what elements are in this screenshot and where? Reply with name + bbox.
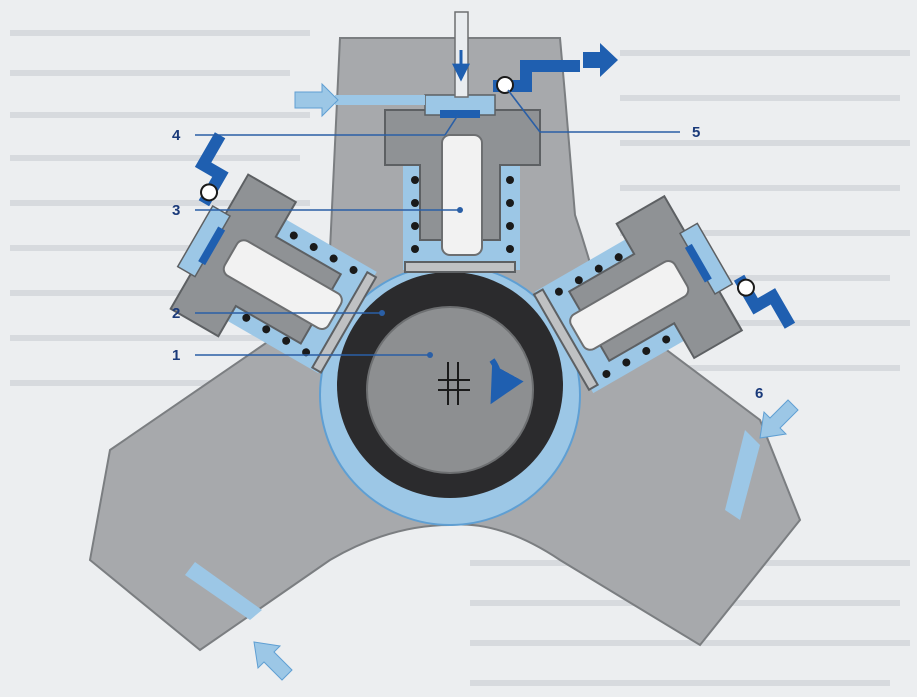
left-inlet-channel — [185, 562, 262, 620]
callout-4-label: 4 — [172, 127, 181, 144]
inlet-arrow-icon — [253, 641, 293, 681]
callout-2: 2 — [172, 305, 385, 322]
outlet-arrow-icon — [583, 43, 618, 77]
right-piston-assembly — [532, 194, 796, 394]
callout-5: 5 — [507, 89, 700, 141]
discharge-valve-ball — [496, 76, 514, 94]
top-outlet-channel — [493, 60, 580, 92]
callout-2-label: 2 — [172, 305, 180, 322]
inlet-arrow-icon — [294, 82, 339, 118]
center-cross-icon — [438, 362, 470, 405]
callout-6-label: 6 — [755, 385, 763, 402]
inlet-arrow-icon — [759, 399, 799, 439]
suction-valve — [440, 110, 480, 118]
left-piston-assembly — [169, 132, 378, 374]
callout-6: 6 — [755, 385, 763, 402]
right-inlet-channel — [725, 430, 760, 520]
top-piston-assembly — [335, 11, 580, 273]
callout-1: 1 — [172, 347, 433, 364]
callout-1-label: 1 — [172, 347, 180, 364]
callout-3: 3 — [172, 202, 463, 219]
top-piston — [441, 134, 483, 256]
callout-5-label: 5 — [692, 124, 700, 141]
callout-3-label: 3 — [172, 202, 180, 219]
rotation-arrow-icon — [489, 358, 524, 405]
callout-4: 4 — [172, 114, 459, 144]
